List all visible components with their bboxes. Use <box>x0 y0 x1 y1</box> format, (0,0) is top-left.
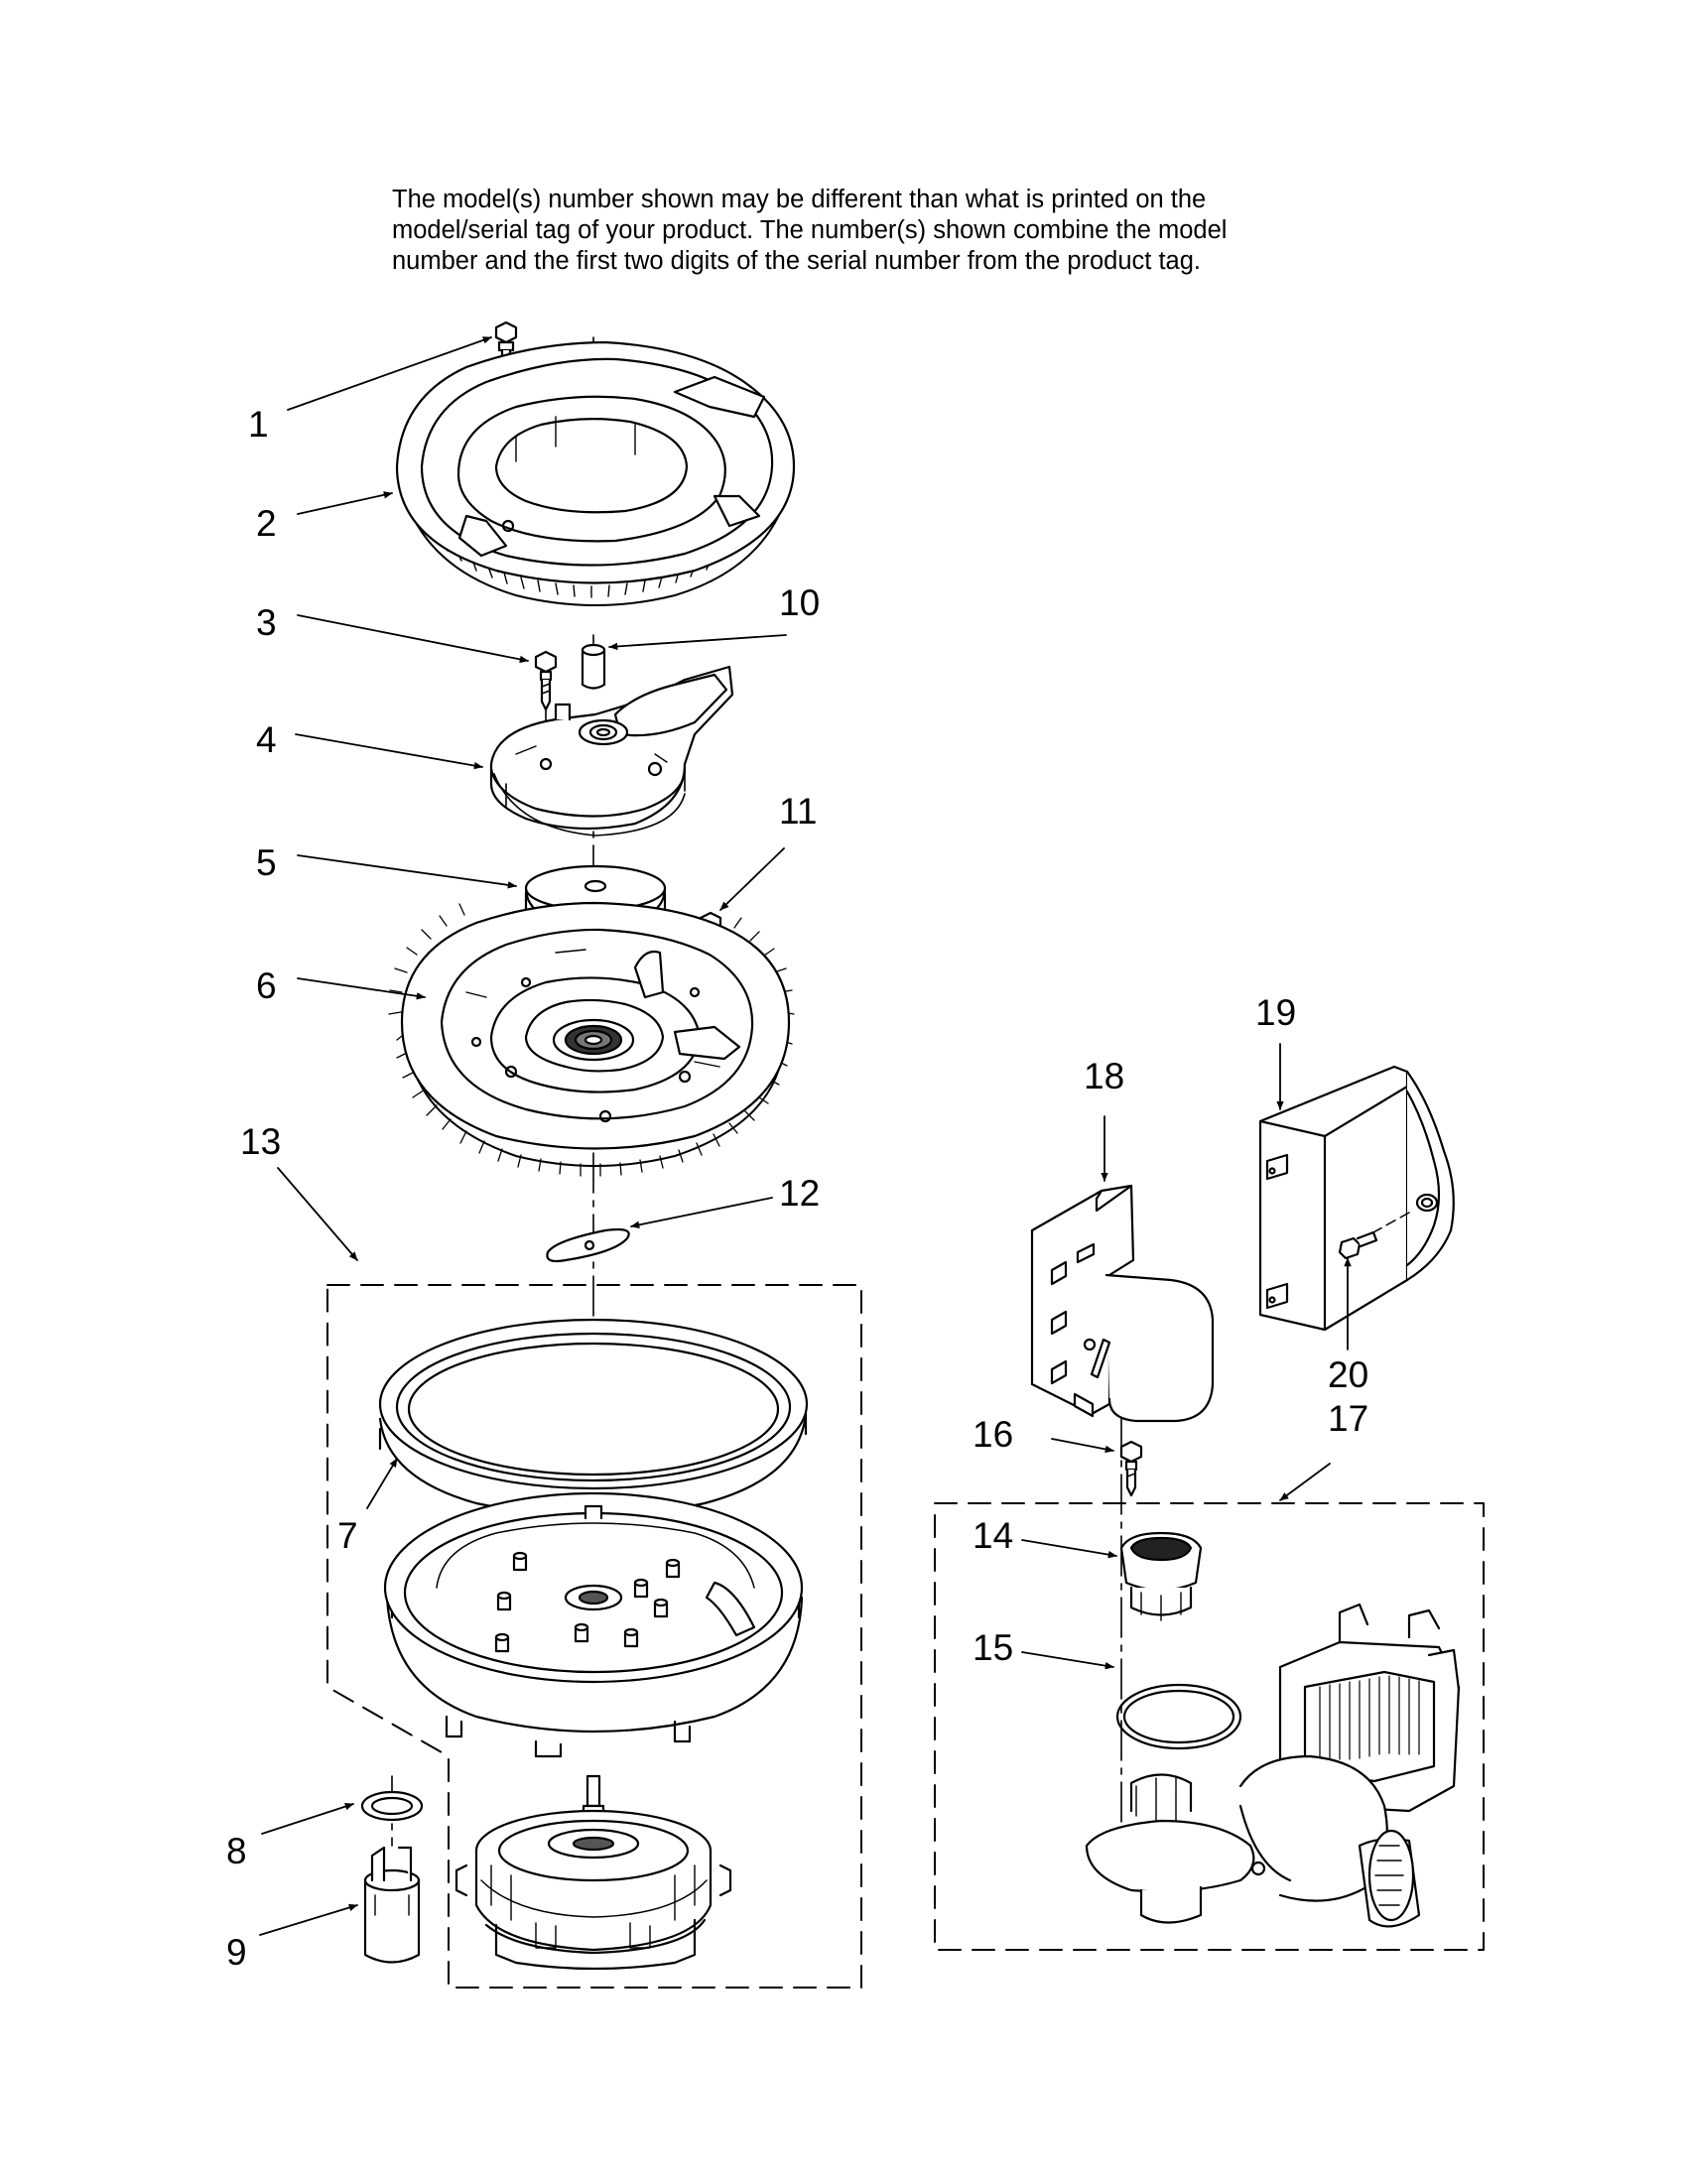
part-2-cover-ring <box>395 340 796 606</box>
callout-20: 20 <box>1328 1354 1368 1395</box>
part-10-pin <box>581 643 606 690</box>
callout-7: 7 <box>337 1515 358 1556</box>
sump-posts <box>494 1551 681 1653</box>
part-19-cover-box <box>1258 1065 1455 1332</box>
part-4-manifold <box>489 665 734 836</box>
callout-18: 18 <box>1084 1056 1124 1096</box>
drain-pump <box>1085 1603 1461 1928</box>
callout-6: 6 <box>256 965 277 1006</box>
callout-leader-lines <box>259 336 1352 1936</box>
part-16-screw <box>1119 1440 1143 1497</box>
callout-15: 15 <box>973 1627 1013 1668</box>
callout-8: 8 <box>226 1831 247 1871</box>
part-8-o-ring <box>360 1790 424 1822</box>
callout-16: 16 <box>973 1414 1013 1455</box>
callout-numbers: 1 2 3 4 5 6 7 8 9 10 11 12 13 14 15 16 1… <box>226 404 1368 1973</box>
part-6-pump-housing <box>388 901 795 1177</box>
model-number-notice: The model(s) number shown may be differe… <box>392 185 1345 277</box>
callout-14: 14 <box>973 1515 1013 1556</box>
part-3-screw <box>534 650 558 711</box>
drive-motor <box>454 1774 732 1971</box>
callout-19: 19 <box>1255 992 1296 1033</box>
part-9-sensor <box>363 1846 421 1964</box>
callout-12: 12 <box>779 1173 820 1214</box>
callout-13: 13 <box>240 1121 281 1162</box>
motor-windings <box>1319 1675 1420 1760</box>
part-13-sump <box>383 1491 804 1758</box>
callout-1: 1 <box>248 404 269 445</box>
part-15-o-ring <box>1115 1683 1242 1750</box>
part-17-assembly-outline <box>934 1502 1485 1951</box>
callout-2: 2 <box>256 503 277 544</box>
callout-4: 4 <box>256 719 277 760</box>
part-20-screw <box>1338 1230 1378 1260</box>
callout-11: 11 <box>779 791 817 832</box>
callout-10: 10 <box>779 582 820 623</box>
part-7-gasket-ring <box>378 1318 809 1517</box>
part-18-bracket <box>1030 1184 1215 1423</box>
notice-line-1: The model(s) number shown may be differe… <box>392 186 1207 213</box>
notice-line-2: model/serial tag of your product. The nu… <box>392 216 1228 244</box>
callout-9: 9 <box>226 1932 247 1973</box>
callout-3: 3 <box>256 602 277 643</box>
part-14-collar <box>1119 1531 1203 1621</box>
part-12-seal <box>546 1227 630 1263</box>
callout-5: 5 <box>256 842 277 883</box>
notice-line-3: number and the first two digits of the s… <box>392 247 1201 275</box>
callout-17: 17 <box>1328 1398 1368 1439</box>
